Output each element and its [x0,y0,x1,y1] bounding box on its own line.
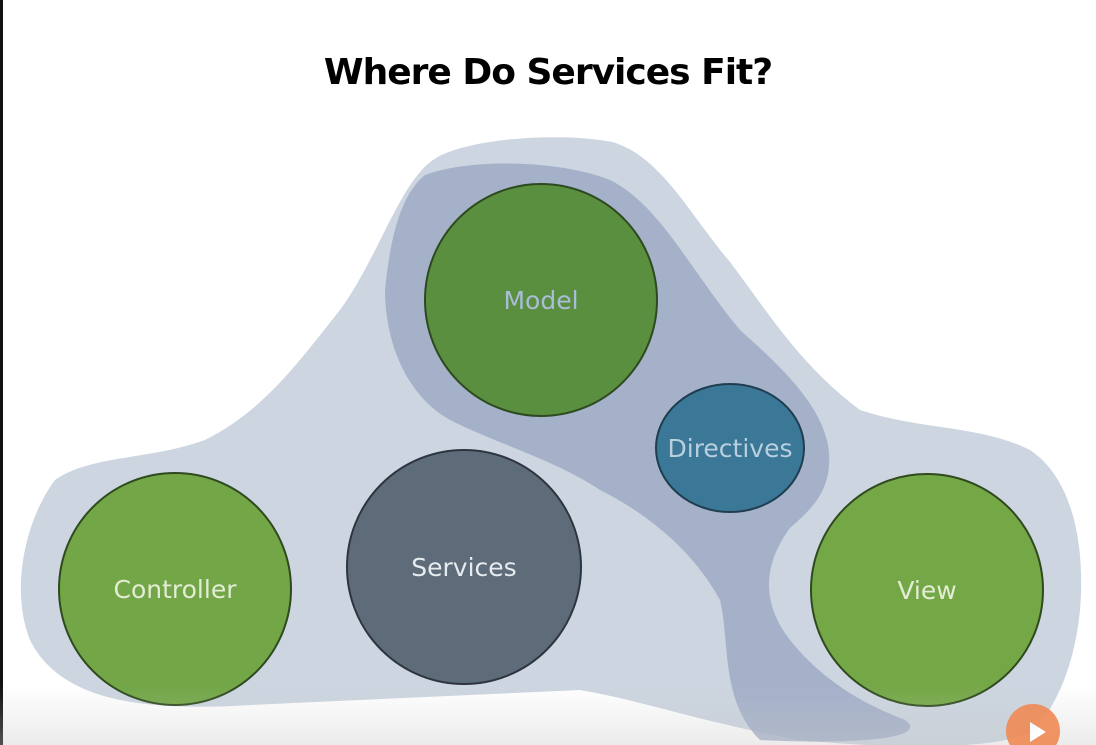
controller-label: Controller [114,575,238,604]
slide-title: Where Do Services Fit? [323,52,773,93]
view-label: View [897,576,956,605]
services-node [346,449,582,685]
view-node [810,473,1044,707]
model-label: Model [503,286,578,315]
play-icon[interactable] [1006,704,1060,745]
directives-node [655,383,805,513]
controller-node [58,472,292,706]
services-label: Services [411,553,516,582]
left-edge-bar [0,0,3,745]
model-node [424,183,658,417]
directives-label: Directives [668,434,793,463]
